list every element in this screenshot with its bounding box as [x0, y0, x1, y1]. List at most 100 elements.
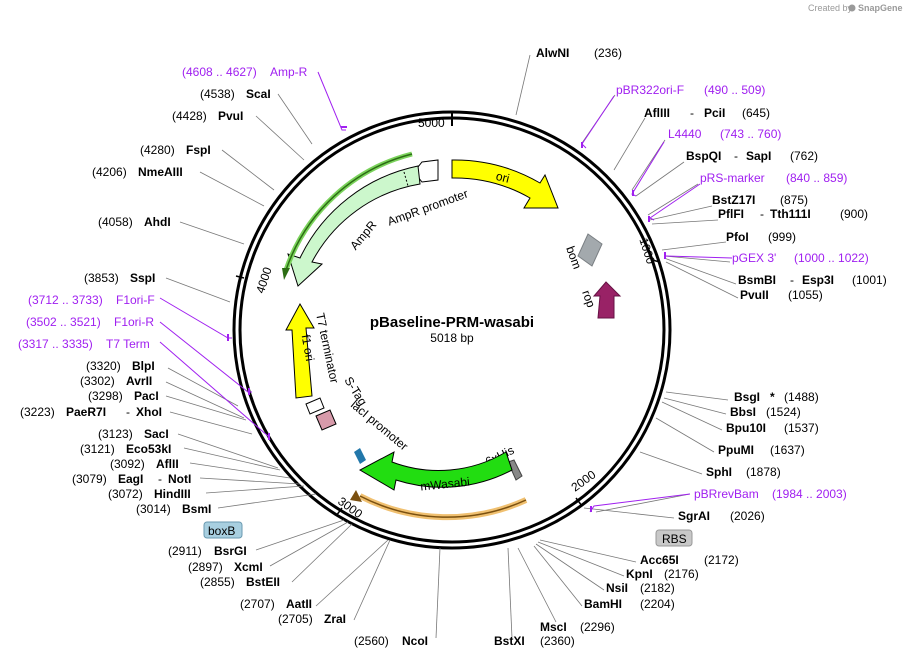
- site-position: (236): [594, 46, 622, 60]
- mwasabi-label: mWasabi: [420, 475, 471, 494]
- site-position: (3014): [136, 502, 171, 516]
- site-label: NmeAIII: [138, 165, 183, 179]
- site-label: BsrGI: [214, 544, 247, 558]
- f1-ori-feature[interactable]: [285, 302, 315, 399]
- s-tag-feature[interactable]: [305, 397, 325, 415]
- site-position: (1488): [784, 390, 819, 404]
- site-label: BsmI: [182, 502, 211, 516]
- laci-promoter-feature[interactable]: [354, 448, 366, 464]
- site-position: (4058): [98, 215, 133, 229]
- site-label: Bpu10I: [726, 421, 766, 435]
- rop-feature[interactable]: [592, 281, 622, 319]
- site-position: (4538): [200, 87, 235, 101]
- primer-range: (1000 .. 1022): [794, 251, 869, 265]
- tick-4000-mark: [235, 275, 245, 279]
- site-label: AlwNI: [536, 46, 569, 60]
- site-label: AvrII: [126, 374, 152, 388]
- site-label: ZraI: [324, 612, 346, 626]
- site-position: (3223): [20, 405, 55, 419]
- site-label: SgrAI: [678, 509, 710, 523]
- tick-4000: 4000: [253, 265, 275, 295]
- site-label: PvuI: [218, 109, 243, 123]
- laci-small-feature[interactable]: [315, 409, 337, 431]
- site-label: BspQI: [686, 149, 721, 163]
- tick-5000: 5000: [418, 116, 445, 130]
- site-sep: -: [690, 106, 694, 120]
- ampr-feature[interactable]: [287, 165, 421, 287]
- site-position: (1878): [746, 465, 781, 479]
- site-label: XhoI: [136, 405, 162, 419]
- site-label: EagI: [118, 472, 143, 486]
- site-position: (2204): [640, 597, 675, 611]
- site-sep: -: [158, 472, 162, 486]
- primer-leader-lines: [159, 71, 733, 513]
- site-label: FspI: [186, 143, 211, 157]
- ampr-promoter-label: AmpR promoter: [385, 186, 469, 228]
- site-sep: -: [734, 149, 738, 163]
- ampr-outer-arc-line: [285, 153, 413, 271]
- site-label: AflIII: [644, 106, 670, 120]
- boxb-badge[interactable]: [203, 521, 243, 539]
- right-site-labels: AlwNI (236) pBR322ori-F (490 .. 509) Afl…: [536, 46, 887, 611]
- site-position: (2182): [640, 581, 675, 595]
- site-label: Esp3I: [802, 273, 834, 287]
- site-position: (3298): [88, 389, 123, 403]
- site-position: (3092): [110, 457, 145, 471]
- site-position: (645): [742, 106, 770, 120]
- left-site-labels: (4608 .. 4627) Amp-R (4538) ScaI (4428) …: [18, 65, 308, 589]
- site-label: HindIII: [154, 487, 191, 501]
- site-position: (4206): [92, 165, 127, 179]
- primer-label: pBRrevBam: [694, 487, 759, 501]
- mwasabi-feature[interactable]: [358, 451, 513, 491]
- ampr-label: AmpR: [347, 218, 379, 253]
- tick-2000-mark: [575, 497, 583, 507]
- site-label: BbsI: [730, 405, 756, 419]
- site-label: PvuII: [740, 288, 769, 302]
- site-label: SphI: [706, 465, 732, 479]
- site-label: PciI: [704, 106, 725, 120]
- site-position: (3123): [98, 427, 133, 441]
- site-label: SacI: [144, 427, 169, 441]
- primer-range: (1984 .. 2003): [772, 487, 847, 501]
- site-label: MscI: [540, 620, 567, 634]
- site-position: (1537): [784, 421, 819, 435]
- site-position: (2855): [200, 575, 235, 589]
- primer-label: pBR322ori-F: [616, 83, 684, 97]
- snapgene-logo-icon: [848, 4, 856, 12]
- site-label: BamHI: [584, 597, 622, 611]
- credit-text: Created by: [808, 3, 853, 13]
- primer-label: Amp-R: [270, 65, 308, 79]
- site-position: (2360): [540, 634, 575, 648]
- site-label: PaeR7I: [66, 405, 106, 419]
- site-position: (999): [768, 230, 796, 244]
- site-label: AhdI: [144, 215, 171, 229]
- tick-1000-mark: [651, 259, 661, 263]
- site-position: (2560): [354, 634, 389, 648]
- his-tag-feature[interactable]: [507, 459, 523, 481]
- site-position: (1524): [766, 405, 801, 419]
- site-star: *: [770, 390, 775, 404]
- ori-feature[interactable]: [451, 159, 559, 209]
- site-position: (3079): [72, 472, 107, 486]
- site-label: SapI: [746, 149, 771, 163]
- site-position: (762): [790, 149, 818, 163]
- site-position: (1637): [770, 443, 805, 457]
- site-position: (3853): [84, 271, 119, 285]
- site-position: (1055): [788, 288, 823, 302]
- site-position: (2705): [278, 612, 313, 626]
- rbs-badge[interactable]: [655, 529, 693, 547]
- plasmid-length: 5018 bp: [430, 331, 474, 345]
- site-position: (3320): [86, 359, 121, 373]
- ampr-divider: [403, 171, 409, 187]
- primer-marks: [227, 126, 666, 512]
- site-position: (2176): [664, 567, 699, 581]
- site-label: Eco53kI: [126, 442, 171, 456]
- site-position: (4280): [140, 143, 175, 157]
- credit-brand: SnapGene: [858, 3, 903, 13]
- site-position: (2296): [580, 620, 615, 634]
- site-label: ScaI: [246, 87, 271, 101]
- site-label: BstXI: [494, 634, 525, 648]
- bottom-site-labels: MscI (2296) BstXI (2360) (2560) NcoI (27…: [240, 597, 615, 648]
- bom-feature[interactable]: [577, 233, 603, 267]
